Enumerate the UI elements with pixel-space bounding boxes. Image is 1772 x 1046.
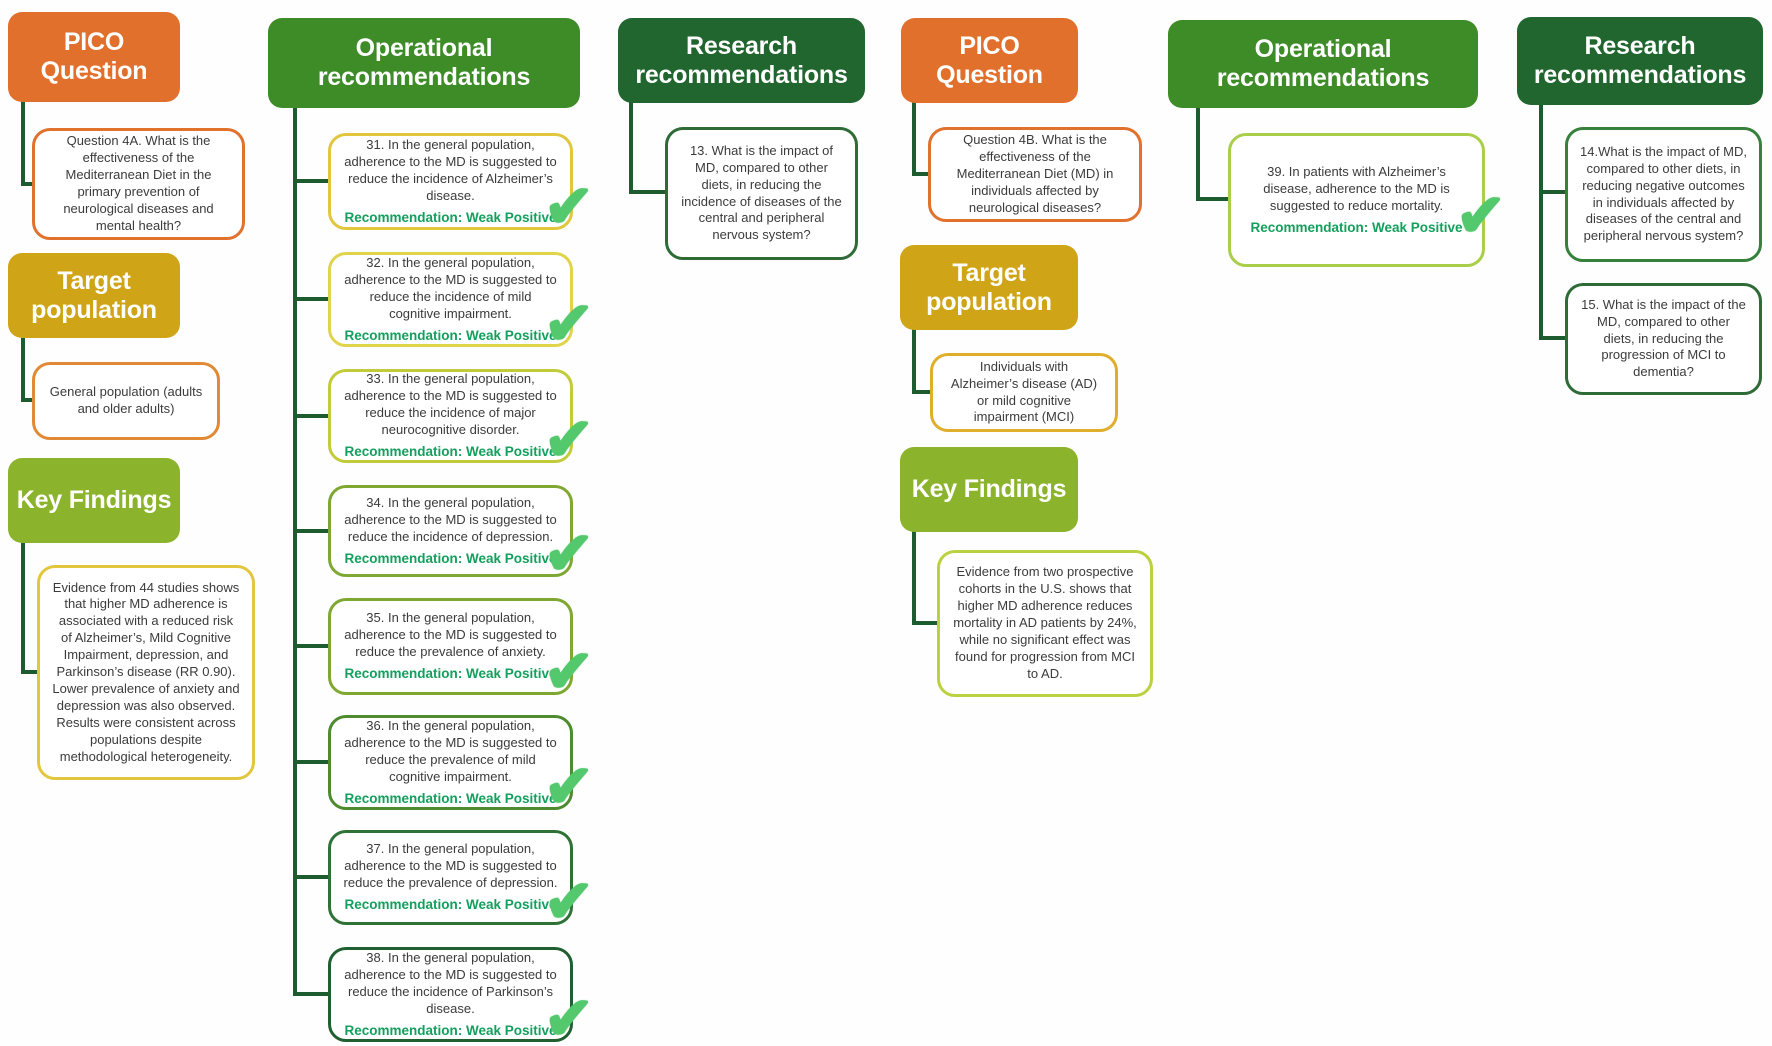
operational-recommendations-header-4b: Operational recommendations <box>1168 20 1478 108</box>
connector <box>293 644 330 648</box>
checkmark-icon: ✔ <box>543 173 594 240</box>
operational-box-35: 35. In the general population, adherence… <box>328 598 594 702</box>
research-recommendations-header-4b: Research recommendations <box>1517 17 1763 105</box>
connector <box>1539 336 1567 340</box>
target-population-text-4b: Individuals with Alzheimer’s disease (AD… <box>950 358 1098 425</box>
connector <box>293 992 330 996</box>
connector <box>912 328 916 394</box>
operational-text-31: 31. In the general population, adherence… <box>344 136 557 203</box>
checkmark-icon: ✔ <box>543 868 594 935</box>
checkmark-icon: ✔ <box>543 753 594 820</box>
checkmark-icon: ✔ <box>543 406 594 473</box>
operational-box-31: 31. In the general population, adherence… <box>328 133 594 237</box>
operational-text-36: 36. In the general population, adherence… <box>344 717 557 784</box>
connector <box>912 530 916 625</box>
checkmark-icon: ✔ <box>1455 182 1506 249</box>
key-findings-header-4b: Key Findings <box>900 447 1078 532</box>
connector <box>912 101 916 176</box>
pico-question-text-4a: Question 4A. What is the effectiveness o… <box>63 133 214 233</box>
research-box-15: 15. What is the impact of the MD, compar… <box>1565 283 1762 395</box>
recommendation-grade: Recommendation: Weak Positive <box>344 666 557 682</box>
target-population-header-4b: Target population <box>900 245 1078 330</box>
key-findings-box-4a: Evidence from 44 studies shows that high… <box>37 565 255 780</box>
checkmark-icon: ✔ <box>543 520 594 587</box>
operational-text-39: 39. In patients with Alzheimer’s disease… <box>1263 163 1450 213</box>
key-findings-text-4b: Evidence from two prospective cohorts in… <box>953 564 1137 681</box>
operational-text-34: 34. In the general population, adherence… <box>344 494 557 544</box>
target-population-box-4b: Individuals with Alzheimer’s disease (AD… <box>930 353 1118 432</box>
connector <box>293 179 330 183</box>
connector <box>1196 197 1230 201</box>
operational-box-39: 39. In patients with Alzheimer’s disease… <box>1228 133 1506 267</box>
research-text-15: 15. What is the impact of the MD, compar… <box>1581 296 1746 380</box>
connector <box>1196 106 1200 201</box>
research-box-14: 14.What is the impact of MD, compared to… <box>1565 127 1762 262</box>
research-text-13: 13. What is the impact of MD, compared t… <box>681 142 842 243</box>
operational-box-36: 36. In the general population, adherence… <box>328 715 594 817</box>
research-recommendations-header-4a: Research recommendations <box>618 18 865 103</box>
research-box-13: 13. What is the impact of MD, compared t… <box>665 127 858 260</box>
connector <box>21 541 25 674</box>
pico-question-box-4b: Question 4B. What is the effectiveness o… <box>928 127 1142 222</box>
recommendation-grade: Recommendation: Weak Positive <box>1250 219 1463 235</box>
connector <box>21 336 25 402</box>
research-text-14: 14.What is the impact of MD, compared to… <box>1580 143 1747 244</box>
pico-question-text-4b: Question 4B. What is the effectiveness o… <box>956 132 1114 215</box>
connector <box>21 670 39 674</box>
operational-box-33: 33. In the general population, adherence… <box>328 369 594 470</box>
operational-box-34: 34. In the general population, adherence… <box>328 485 594 584</box>
recommendation-grade: Recommendation: Weak Positive <box>344 444 557 460</box>
connector <box>21 100 25 186</box>
target-population-header-4a: Target population <box>8 253 180 338</box>
pico-question-box-4a: Question 4A. What is the effectiveness o… <box>32 128 245 240</box>
operational-box-37: 37. In the general population, adherence… <box>328 830 594 932</box>
operational-box-38: 38. In the general population, adherence… <box>328 947 594 1046</box>
connector <box>912 390 932 394</box>
connector <box>21 398 34 402</box>
recommendation-grade: Recommendation: Weak Positive <box>344 550 557 566</box>
operational-text-37: 37. In the general population, adherence… <box>343 841 558 891</box>
operational-recommendations-header-4a: Operational recommendations <box>268 18 580 108</box>
recommendation-grade: Recommendation: Weak Positive <box>344 790 557 806</box>
key-findings-header-4a: Key Findings <box>8 458 180 543</box>
recommendation-grade: Recommendation: Weak Positive <box>344 327 557 343</box>
operational-text-38: 38. In the general population, adherence… <box>344 949 557 1016</box>
connector <box>293 414 330 418</box>
connector <box>293 529 330 533</box>
pico-question-header-4a: PICO Question <box>8 12 180 102</box>
recommendation-grade: Recommendation: Weak Positive <box>344 897 557 913</box>
connector <box>293 875 330 879</box>
connector <box>912 621 939 625</box>
recommendation-grade: Recommendation: Weak Positive <box>344 1022 557 1038</box>
checkmark-icon: ✔ <box>543 985 594 1046</box>
connector <box>21 182 34 186</box>
target-population-text-4a: General population (adults and older adu… <box>49 384 203 416</box>
recommendation-grade: Recommendation: Weak Positive <box>344 209 557 225</box>
connector <box>629 190 667 194</box>
target-population-box-4a: General population (adults and older adu… <box>32 362 220 440</box>
checkmark-icon: ✔ <box>543 290 594 357</box>
operational-text-32: 32. In the general population, adherence… <box>344 254 557 321</box>
connector <box>1539 190 1567 194</box>
key-findings-text-4a: Evidence from 44 studies shows that high… <box>52 579 240 764</box>
connector <box>912 172 930 176</box>
operational-text-33: 33. In the general population, adherence… <box>344 371 557 438</box>
checkmark-icon: ✔ <box>543 638 594 705</box>
connector <box>293 760 330 764</box>
connector <box>629 101 633 194</box>
pico-question-header-4b: PICO Question <box>901 18 1078 103</box>
connector <box>293 297 330 301</box>
key-findings-box-4b: Evidence from two prospective cohorts in… <box>937 550 1153 697</box>
operational-text-35: 35. In the general population, adherence… <box>344 610 557 660</box>
operational-box-32: 32. In the general population, adherence… <box>328 252 594 354</box>
connector <box>293 106 297 996</box>
connector <box>1539 103 1543 340</box>
